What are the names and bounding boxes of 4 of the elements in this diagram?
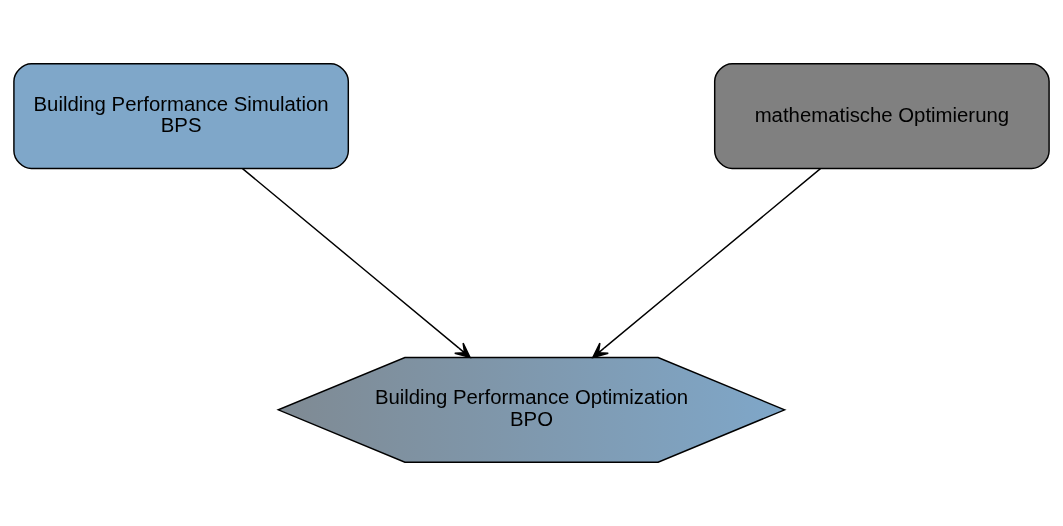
node-box: mathematische Optimierung (713, 63, 1050, 170)
arrow (592, 167, 822, 359)
arrow (241, 167, 471, 359)
node-box: Building Performance Simulation BPS (13, 63, 350, 170)
